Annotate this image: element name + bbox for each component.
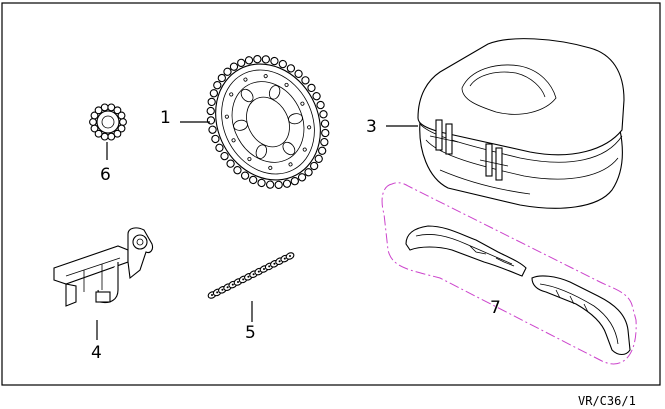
reference-code: VR/C36/1 [578,394,636,408]
callout-7: 7 [490,298,501,318]
group-outline-7 [381,182,637,365]
callout-6: 6 [100,165,111,185]
front-sprocket-icon [89,103,127,141]
callout-4: 4 [91,343,102,363]
diagram-border [1,2,661,386]
rear-sprocket-icon [206,54,330,190]
drive-chain-icon [207,252,295,299]
callout-5: 5 [245,323,256,343]
callout-1: 1 [160,108,171,128]
top-case-icon [417,38,625,209]
callout-3: 3 [366,117,377,137]
mounting-brackets-icon [405,225,631,356]
chain-tool-icon [53,227,154,307]
